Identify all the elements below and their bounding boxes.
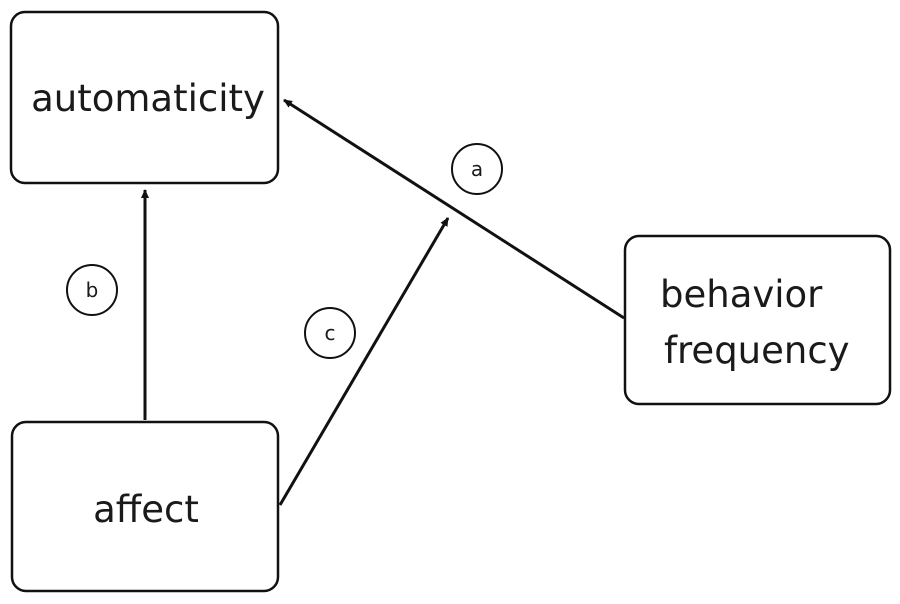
node-automaticity-label: automaticity — [31, 77, 265, 120]
node-behavior-frequency-line1: behavior — [660, 273, 823, 316]
node-behavior-frequency-line2: frequency — [664, 329, 850, 372]
path-a-marker: a — [451, 143, 503, 195]
node-automaticity: automaticity — [9, 10, 280, 185]
path-a-arrow — [283, 98, 625, 320]
path-c-label: c — [325, 321, 336, 345]
node-behavior-frequency: behavior frequency — [623, 234, 892, 406]
path-a-label: a — [471, 157, 483, 181]
path-c-arrow — [278, 217, 450, 506]
node-affect-label: affect — [93, 488, 199, 531]
path-c-marker: c — [304, 307, 356, 359]
path-b-marker: b — [66, 264, 118, 316]
path-b-label: b — [86, 278, 99, 302]
node-affect: affect — [10, 420, 280, 593]
